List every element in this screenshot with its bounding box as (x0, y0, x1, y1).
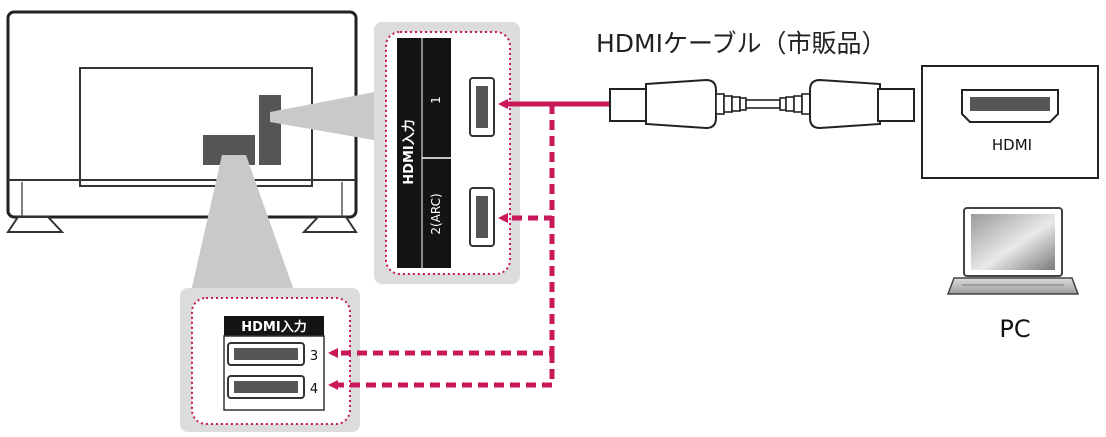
hdmi-port-3 (227, 342, 305, 366)
hdmi-port-icon (961, 89, 1059, 123)
pc-label: PC (999, 315, 1030, 343)
port-1-label: 1 (429, 96, 443, 104)
zoom-callout-bottom (190, 155, 296, 296)
connection-lines (328, 99, 612, 390)
side-panel-header: HDMI入力 (401, 119, 417, 184)
port-4-label: 4 (310, 382, 318, 397)
hdmi-cable-icon (609, 78, 915, 130)
port-2-label: 2(ARC) (429, 193, 443, 234)
pc-hdmi-label: HDMI (992, 136, 1032, 154)
bottom-panel-header: HDMI入力 (241, 319, 306, 335)
hdmi-port-1 (469, 77, 495, 137)
pc-hdmi-box: HDMI (921, 65, 1099, 179)
dashed-line-port-4 (328, 353, 555, 390)
bottom-hdmi-panel: HDMI入力 3 4 (180, 288, 360, 432)
port-3-label: 3 (310, 349, 318, 364)
cable-label: HDMIケーブル（市販品） (596, 29, 887, 58)
zoom-callout-side (270, 90, 385, 142)
laptop-icon (946, 207, 1080, 295)
hdmi-port-2 (469, 187, 495, 247)
side-hdmi-panel: HDMI入力 1 2(ARC) (374, 22, 520, 284)
hdmi-port-4 (227, 375, 305, 399)
